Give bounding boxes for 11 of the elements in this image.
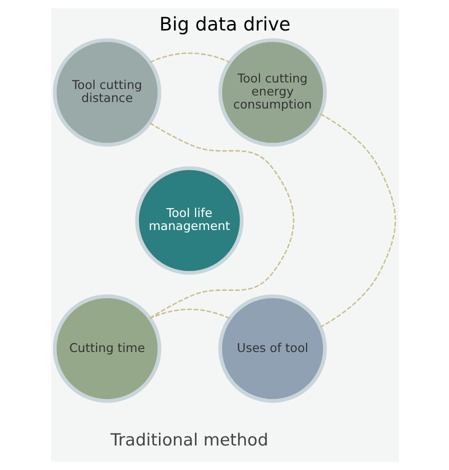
node-circle: Tool cutting energy consumption: [218, 38, 326, 147]
node-circle: Tool life management: [134, 166, 244, 275]
node-circle: Uses of tool: [218, 294, 326, 403]
node-circle: Cutting time: [52, 294, 161, 403]
node-circle: Tool cutting distance: [52, 38, 161, 147]
diagram-title: Big data drive: [158, 14, 290, 36]
connector: [320, 113, 396, 328]
connector: [149, 122, 294, 319]
connector: [149, 308, 230, 320]
label: Traditional method: [110, 429, 268, 450]
connector: [149, 52, 230, 63]
